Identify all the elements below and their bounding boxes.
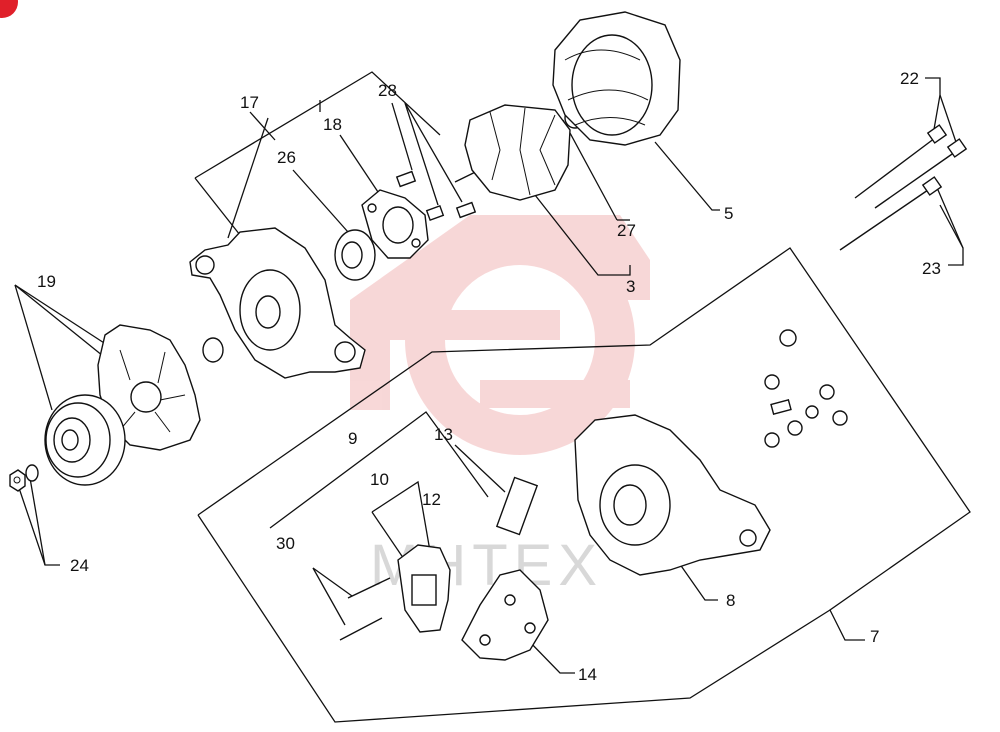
screws-part-28 [395, 170, 477, 221]
brush-part-13 [495, 476, 539, 536]
label-9: 9 [348, 429, 357, 448]
label-7: 7 [870, 627, 879, 646]
rectifier-part-14 [461, 569, 549, 661]
nut-washer-part-24 [9, 464, 39, 492]
label-18: 18 [323, 115, 342, 134]
corner-marker [0, 0, 18, 18]
rotor-part-3 [454, 104, 586, 201]
label-27: 27 [617, 221, 636, 240]
label-19: 19 [37, 272, 56, 291]
watermark-logo [350, 215, 650, 455]
label-24: 24 [70, 556, 89, 575]
bearing-part-26 [334, 229, 376, 281]
pulley-part-19 [44, 394, 126, 486]
small-hardware [764, 329, 848, 448]
regulator-part-10-12 [397, 544, 451, 633]
label-13: 13 [434, 425, 453, 444]
part-labels: 17 28 18 26 27 3 5 22 23 19 24 9 13 10 1… [37, 69, 941, 684]
drive-end-housing-part-17 [189, 227, 366, 379]
label-22: 22 [900, 69, 919, 88]
label-14: 14 [578, 665, 597, 684]
label-8: 8 [726, 591, 735, 610]
fan-blade-part-19 [97, 324, 201, 451]
label-12: 12 [422, 490, 441, 509]
screws-part-30 [339, 577, 391, 641]
label-3: 3 [626, 277, 635, 296]
label-10: 10 [370, 470, 389, 489]
stator-part-5 [552, 11, 681, 146]
label-5: 5 [724, 204, 733, 223]
through-bolts-part-22-23 [839, 124, 968, 251]
label-26: 26 [277, 148, 296, 167]
label-23: 23 [922, 259, 941, 278]
retainer-plate-part-18 [361, 189, 429, 259]
label-28: 28 [378, 81, 397, 100]
label-17: 17 [240, 93, 259, 112]
slip-ring-end-housing-part-8 [574, 414, 771, 576]
label-30: 30 [276, 534, 295, 553]
